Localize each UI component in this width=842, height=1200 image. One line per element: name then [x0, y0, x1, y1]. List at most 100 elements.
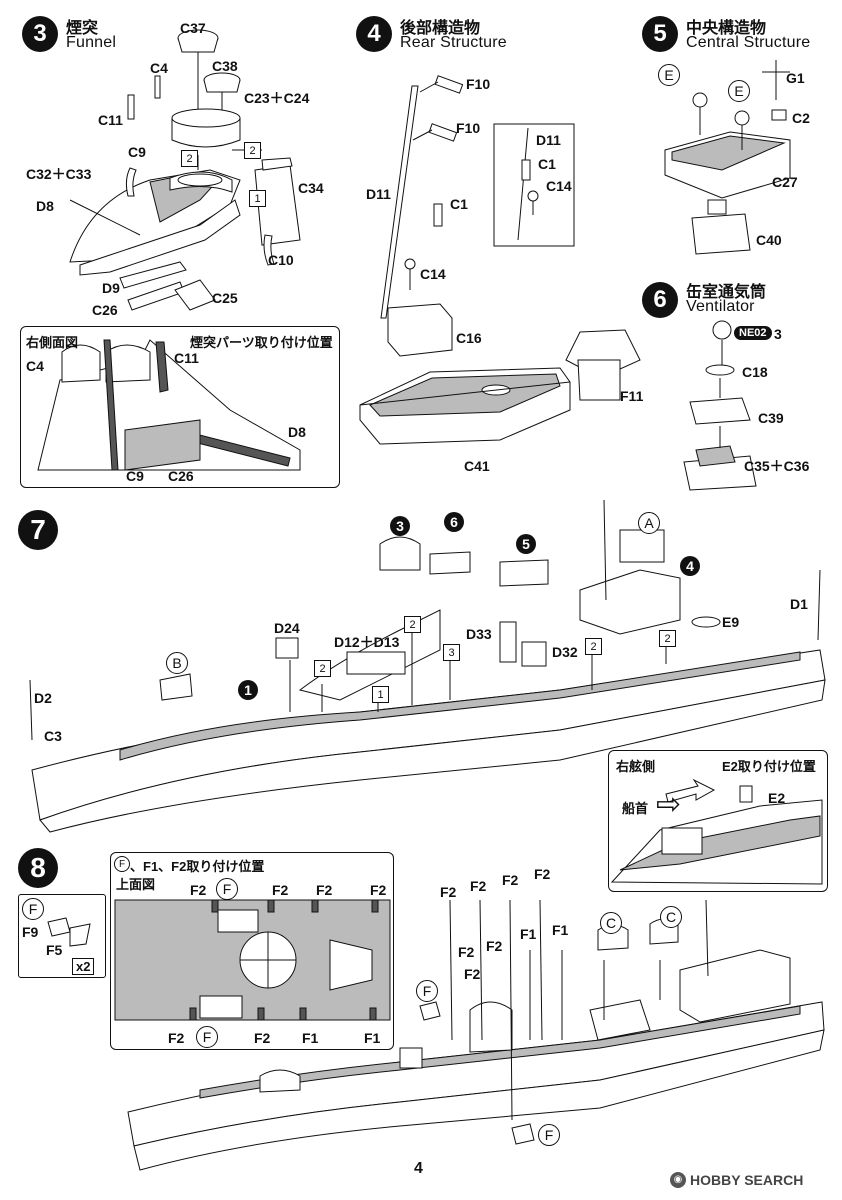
assembly7-label-e9: E9: [722, 614, 740, 630]
ventilator-label-c18: C18: [742, 364, 768, 380]
f-parts-box: [18, 894, 106, 978]
top-view-top-f2-2: F2: [272, 882, 289, 898]
page-number: 4: [414, 1160, 423, 1177]
funnel-label-c4: C4: [150, 60, 168, 76]
assembly8-subassembly-c-right: C: [660, 906, 682, 928]
top-view-title-circle: F: [114, 856, 130, 872]
funnel-label-c38: C38: [212, 58, 238, 74]
top-view-top-f2-1: F2: [190, 882, 207, 898]
rear-detail-label-c1: C1: [538, 156, 556, 172]
assembly8-label-f2-5: F2: [458, 944, 475, 960]
assembly7-square-1: 1: [372, 686, 389, 703]
assembly7-label-c3: C3: [44, 728, 62, 744]
assembly8-subassembly-c-left: C: [600, 912, 622, 934]
f-box-label-f5: F5: [46, 942, 63, 958]
watermark: ◉ HOBBY SEARCH: [670, 1172, 803, 1188]
central-structure-drawing: [664, 60, 791, 255]
f-box-label-f9: F9: [22, 924, 39, 940]
assembly7-label-d2: D2: [34, 690, 52, 706]
assembly7-square-2-b: 2: [404, 616, 421, 633]
top-view-top-circle-f: F: [216, 878, 238, 900]
watermark-text: HOBBY SEARCH: [690, 1172, 804, 1188]
step-4-title-en: Rear Structure: [400, 34, 507, 51]
funnel-label-c26: C26: [92, 302, 118, 318]
assembly7-subassembly-a: A: [638, 512, 660, 534]
rear-label-c41: C41: [464, 458, 490, 474]
side-view-subtitle: 煙突パーツ取り付け位置: [190, 335, 333, 350]
f-box-multiplier: x2: [72, 958, 95, 975]
rear-label-c16: C16: [456, 330, 482, 346]
top-view-bottom-f1-1: F1: [302, 1030, 319, 1046]
starboard-bow-label: 船首: [622, 801, 649, 816]
f-box-circle: F: [22, 898, 44, 920]
funnel-label-c23-c24: C23＋C24: [244, 90, 310, 106]
assembly8-label-f2-2: F2: [470, 878, 487, 894]
assembly8-label-f2-3: F2: [502, 872, 519, 888]
step-3-title-en: Funnel: [66, 34, 117, 51]
step-5-number: 5: [642, 16, 678, 52]
assembly8-label-f1-1: F1: [520, 926, 537, 942]
top-view-subtitle: 上面図: [116, 877, 156, 892]
step-7-number: 7: [18, 510, 58, 550]
side-view-label-c11: C11: [174, 350, 199, 366]
central-circle-e-left: E: [658, 64, 680, 86]
rear-label-d11: D11: [366, 186, 391, 202]
step-4-number: 4: [356, 16, 392, 52]
funnel-label-c25: C25: [212, 290, 238, 306]
ventilator-label-c35-c36: C35＋C36: [744, 458, 810, 474]
starboard-detail-drawing: [610, 778, 823, 885]
step-5-title-en: Central Structure: [686, 34, 811, 51]
assembly8-label-f2-7: F2: [464, 966, 481, 982]
funnel-label-c9: C9: [128, 144, 146, 160]
assembly7-ref-step-3: 3: [390, 516, 410, 536]
funnel-label-c11: C11: [98, 112, 123, 128]
funnel-label-d8: D8: [36, 198, 54, 214]
assembly7-label-d33: D33: [466, 626, 492, 642]
step-8-number: 8: [18, 848, 58, 888]
top-view-top-f2-3: F2: [316, 882, 333, 898]
ventilator-ne02-count: 3: [774, 326, 782, 342]
ventilator-ne02-badge: NE02: [734, 326, 772, 340]
central-circle-e-right: E: [728, 80, 750, 102]
funnel-label-c34: C34: [298, 180, 324, 196]
step-6-number: 6: [642, 282, 678, 318]
funnel-drawing: [69, 29, 301, 311]
step-6-title-ja: 缶室通気筒: [686, 284, 767, 301]
rear-detail-label-d11: D11: [536, 132, 561, 148]
starboard-detail-box: [608, 750, 828, 892]
side-view-label-c26: C26: [168, 468, 194, 484]
f-part-drawing: [47, 917, 91, 947]
top-view-bottom-f2-2: F2: [254, 1030, 271, 1046]
assembly8-label-f2-4: F2: [534, 866, 551, 882]
assembly7-subassembly-b: B: [166, 652, 188, 674]
funnel-label-c32-c33: C32＋C33: [26, 166, 92, 182]
step-6-title-en: Ventilator: [686, 298, 755, 315]
assembly7-label-d32: D32: [552, 644, 578, 660]
top-view-bottom-circle-f: F: [196, 1026, 218, 1048]
ventilator-drawing: [683, 320, 757, 491]
top-view-bottom-f1-2: F1: [364, 1030, 381, 1046]
side-view-drawing: [37, 339, 301, 471]
assembly7-label-d24: D24: [274, 620, 300, 636]
funnel-label-c37: C37: [180, 20, 206, 36]
step-3-number: 3: [22, 16, 58, 52]
rear-detail-label-c14: C14: [546, 178, 572, 194]
rear-label-f10: F10: [456, 120, 481, 136]
funnel-step-square-1: 1: [249, 190, 266, 207]
assembly8-subassembly-f-bottom: F: [538, 1124, 560, 1146]
assembly7-ref-step-6: 6: [444, 512, 464, 532]
ventilator-label-c39: C39: [758, 410, 784, 426]
funnel-step-square-2a: 2: [181, 150, 198, 167]
top-view-top-f2-4: F2: [370, 882, 387, 898]
assembly8-label-f2-1: F2: [440, 884, 457, 900]
central-label-g1: G1: [786, 70, 805, 86]
central-label-c40: C40: [756, 232, 782, 248]
assembly7-label-d1: D1: [790, 596, 808, 612]
assembly8-label-f1-2: F1: [552, 922, 569, 938]
assembly7-ref-step-1: 1: [238, 680, 258, 700]
side-view-label-c9: C9: [126, 468, 144, 484]
step-5-title-ja: 中央構造物: [686, 20, 767, 37]
side-view-label-d8: D8: [288, 424, 306, 440]
rear-label-c14: C14: [420, 266, 446, 282]
